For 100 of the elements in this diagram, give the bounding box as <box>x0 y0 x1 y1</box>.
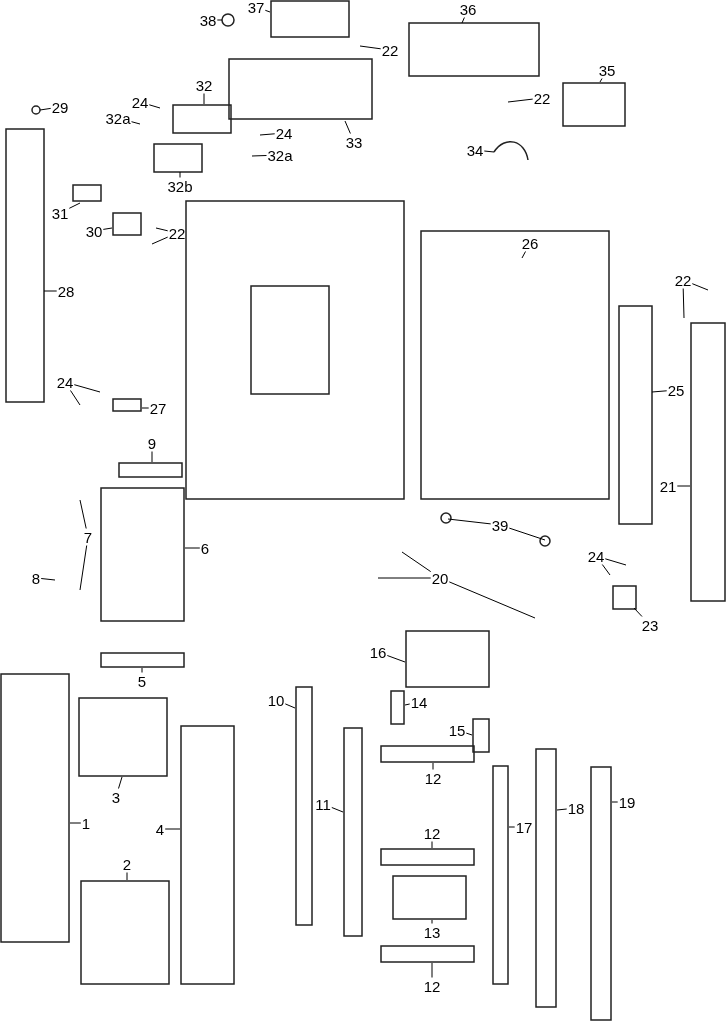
callout-number: 34 <box>465 141 485 159</box>
callout-number: 11 <box>314 795 332 813</box>
leader-line <box>264 9 271 13</box>
callout-number: 9 <box>146 434 158 452</box>
leader-line <box>432 762 434 770</box>
callout-number: 22 <box>167 224 187 242</box>
leader-line <box>508 826 516 828</box>
callout-number: 12 <box>423 769 443 787</box>
callout-number: 14 <box>409 693 429 711</box>
callout-number: 12 <box>422 977 442 995</box>
leader-line <box>386 655 406 663</box>
leader-line <box>39 107 52 111</box>
leader-line <box>216 19 223 21</box>
callout-number: 17 <box>514 818 534 836</box>
leader-line <box>126 872 128 881</box>
leader-line <box>604 558 627 566</box>
callout-number: 2 <box>121 855 133 873</box>
callout-number: 25 <box>666 381 686 399</box>
leader-line <box>148 104 161 109</box>
leader-line <box>79 545 88 591</box>
leader-line <box>431 962 433 978</box>
leader-line <box>69 822 82 824</box>
leader-line <box>682 288 685 319</box>
leader-line <box>599 78 603 83</box>
leader-line <box>141 667 143 673</box>
leader-line <box>601 564 611 576</box>
leader-line <box>431 919 433 924</box>
leader-line <box>68 202 81 209</box>
leader-line <box>507 98 534 103</box>
leader-line <box>40 578 56 581</box>
callout-number: 23 <box>640 616 660 634</box>
leader-line <box>151 451 153 463</box>
callout-number: 6 <box>199 539 211 557</box>
callout-number: 33 <box>344 133 364 151</box>
callout-number: 24 <box>130 93 150 111</box>
leader-line <box>331 807 344 813</box>
callout-number: 8 <box>30 569 42 587</box>
callout-number: 3 <box>110 788 122 806</box>
leader-line <box>633 607 643 617</box>
callout-number: 12 <box>422 824 442 842</box>
callout-number: 19 <box>617 793 637 811</box>
callout-number: 30 <box>84 222 104 240</box>
leader-line <box>43 290 58 292</box>
callout-number: 15 <box>447 721 467 739</box>
callout-number: 7 <box>82 528 94 546</box>
leader-line <box>179 171 181 178</box>
callout-number: 35 <box>597 61 617 79</box>
leader-line <box>377 577 432 579</box>
leader-line <box>461 17 465 24</box>
callout-number: 36 <box>458 0 478 18</box>
leader-line <box>151 236 169 245</box>
callout-number: 1 <box>80 814 92 832</box>
leader-line <box>401 551 432 573</box>
leader-line <box>556 808 568 811</box>
leader-line <box>676 485 691 487</box>
callout-number: 10 <box>266 691 286 709</box>
callout-number: 4 <box>154 820 166 838</box>
callout-number: 38 <box>198 11 218 29</box>
leader-line <box>79 499 87 529</box>
leader-line <box>611 801 619 803</box>
callout-number: 13 <box>422 923 442 941</box>
leader-line <box>359 45 382 50</box>
leader-line <box>404 703 411 706</box>
callout-number: 18 <box>566 799 586 817</box>
callout-number: 20 <box>430 569 450 587</box>
leader-line <box>508 527 546 541</box>
leader-line <box>70 390 81 406</box>
leader-line <box>344 120 351 134</box>
callout-number: 29 <box>50 98 70 116</box>
leader-line <box>184 547 201 549</box>
leader-line <box>651 390 668 393</box>
leader-line <box>691 283 709 291</box>
callout-number: 22 <box>532 89 552 107</box>
callout-number: 27 <box>148 399 168 417</box>
callout-number: 22 <box>380 41 400 59</box>
callout-number: 37 <box>246 0 266 16</box>
leader-line <box>431 841 433 849</box>
callout-number: 26 <box>520 234 540 252</box>
callout-number: 32b <box>166 177 194 195</box>
callout-number: 5 <box>136 672 148 690</box>
leader-line <box>447 518 492 525</box>
leader-line <box>118 776 123 789</box>
callout-number: 32 <box>194 76 214 94</box>
leader-line <box>448 581 536 619</box>
callout-number: 22 <box>673 271 693 289</box>
callout-number: 24 <box>55 373 75 391</box>
leader-line <box>483 150 495 153</box>
leader-line <box>102 227 113 230</box>
callout-number: 31 <box>50 204 70 222</box>
leader-line <box>73 384 101 393</box>
callout-number: 24 <box>586 547 606 565</box>
leader-line <box>141 407 150 409</box>
leader-line <box>164 828 181 830</box>
leader-line <box>259 133 276 136</box>
callout-number: 32a <box>266 146 294 164</box>
callout-number: 32a <box>104 109 132 127</box>
leader-line <box>521 251 526 259</box>
callout-number: 16 <box>368 643 388 661</box>
leader-line <box>465 732 473 736</box>
callout-number: 21 <box>658 477 678 495</box>
